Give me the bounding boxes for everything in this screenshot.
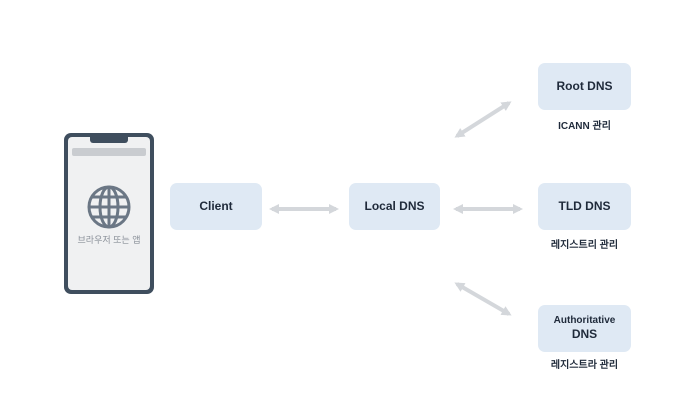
root-dns-node: Root DNS	[538, 63, 631, 110]
local-dns-node: Local DNS	[349, 183, 440, 230]
tld-dns-node: TLD DNS	[538, 183, 631, 230]
root-dns-label: Root DNS	[556, 78, 613, 93]
authoritative-dns-label-line1: Authoritative	[553, 315, 616, 327]
client-label: Client	[199, 198, 233, 213]
client-node: Client	[170, 183, 262, 230]
authoritative-dns-label-line2: DNS	[571, 327, 598, 342]
globe-icon	[87, 185, 131, 229]
tld-dns-caption: 레지스트리 관리	[550, 240, 619, 251]
phone-screen-label: 브라우저 또는 앱	[77, 235, 141, 245]
authoritative-dns-caption: 레지스트라 관리	[550, 360, 619, 371]
root-dns-caption: ICANN 관리	[558, 121, 611, 132]
tld-dns-label: TLD DNS	[558, 198, 611, 213]
authoritative-dns-node: Authoritative DNS	[538, 305, 631, 352]
arrow-local-dns-root-dns	[454, 101, 512, 138]
local-dns-label: Local DNS	[364, 198, 425, 213]
arrow-local-dns-authoritative-dns	[454, 282, 512, 316]
